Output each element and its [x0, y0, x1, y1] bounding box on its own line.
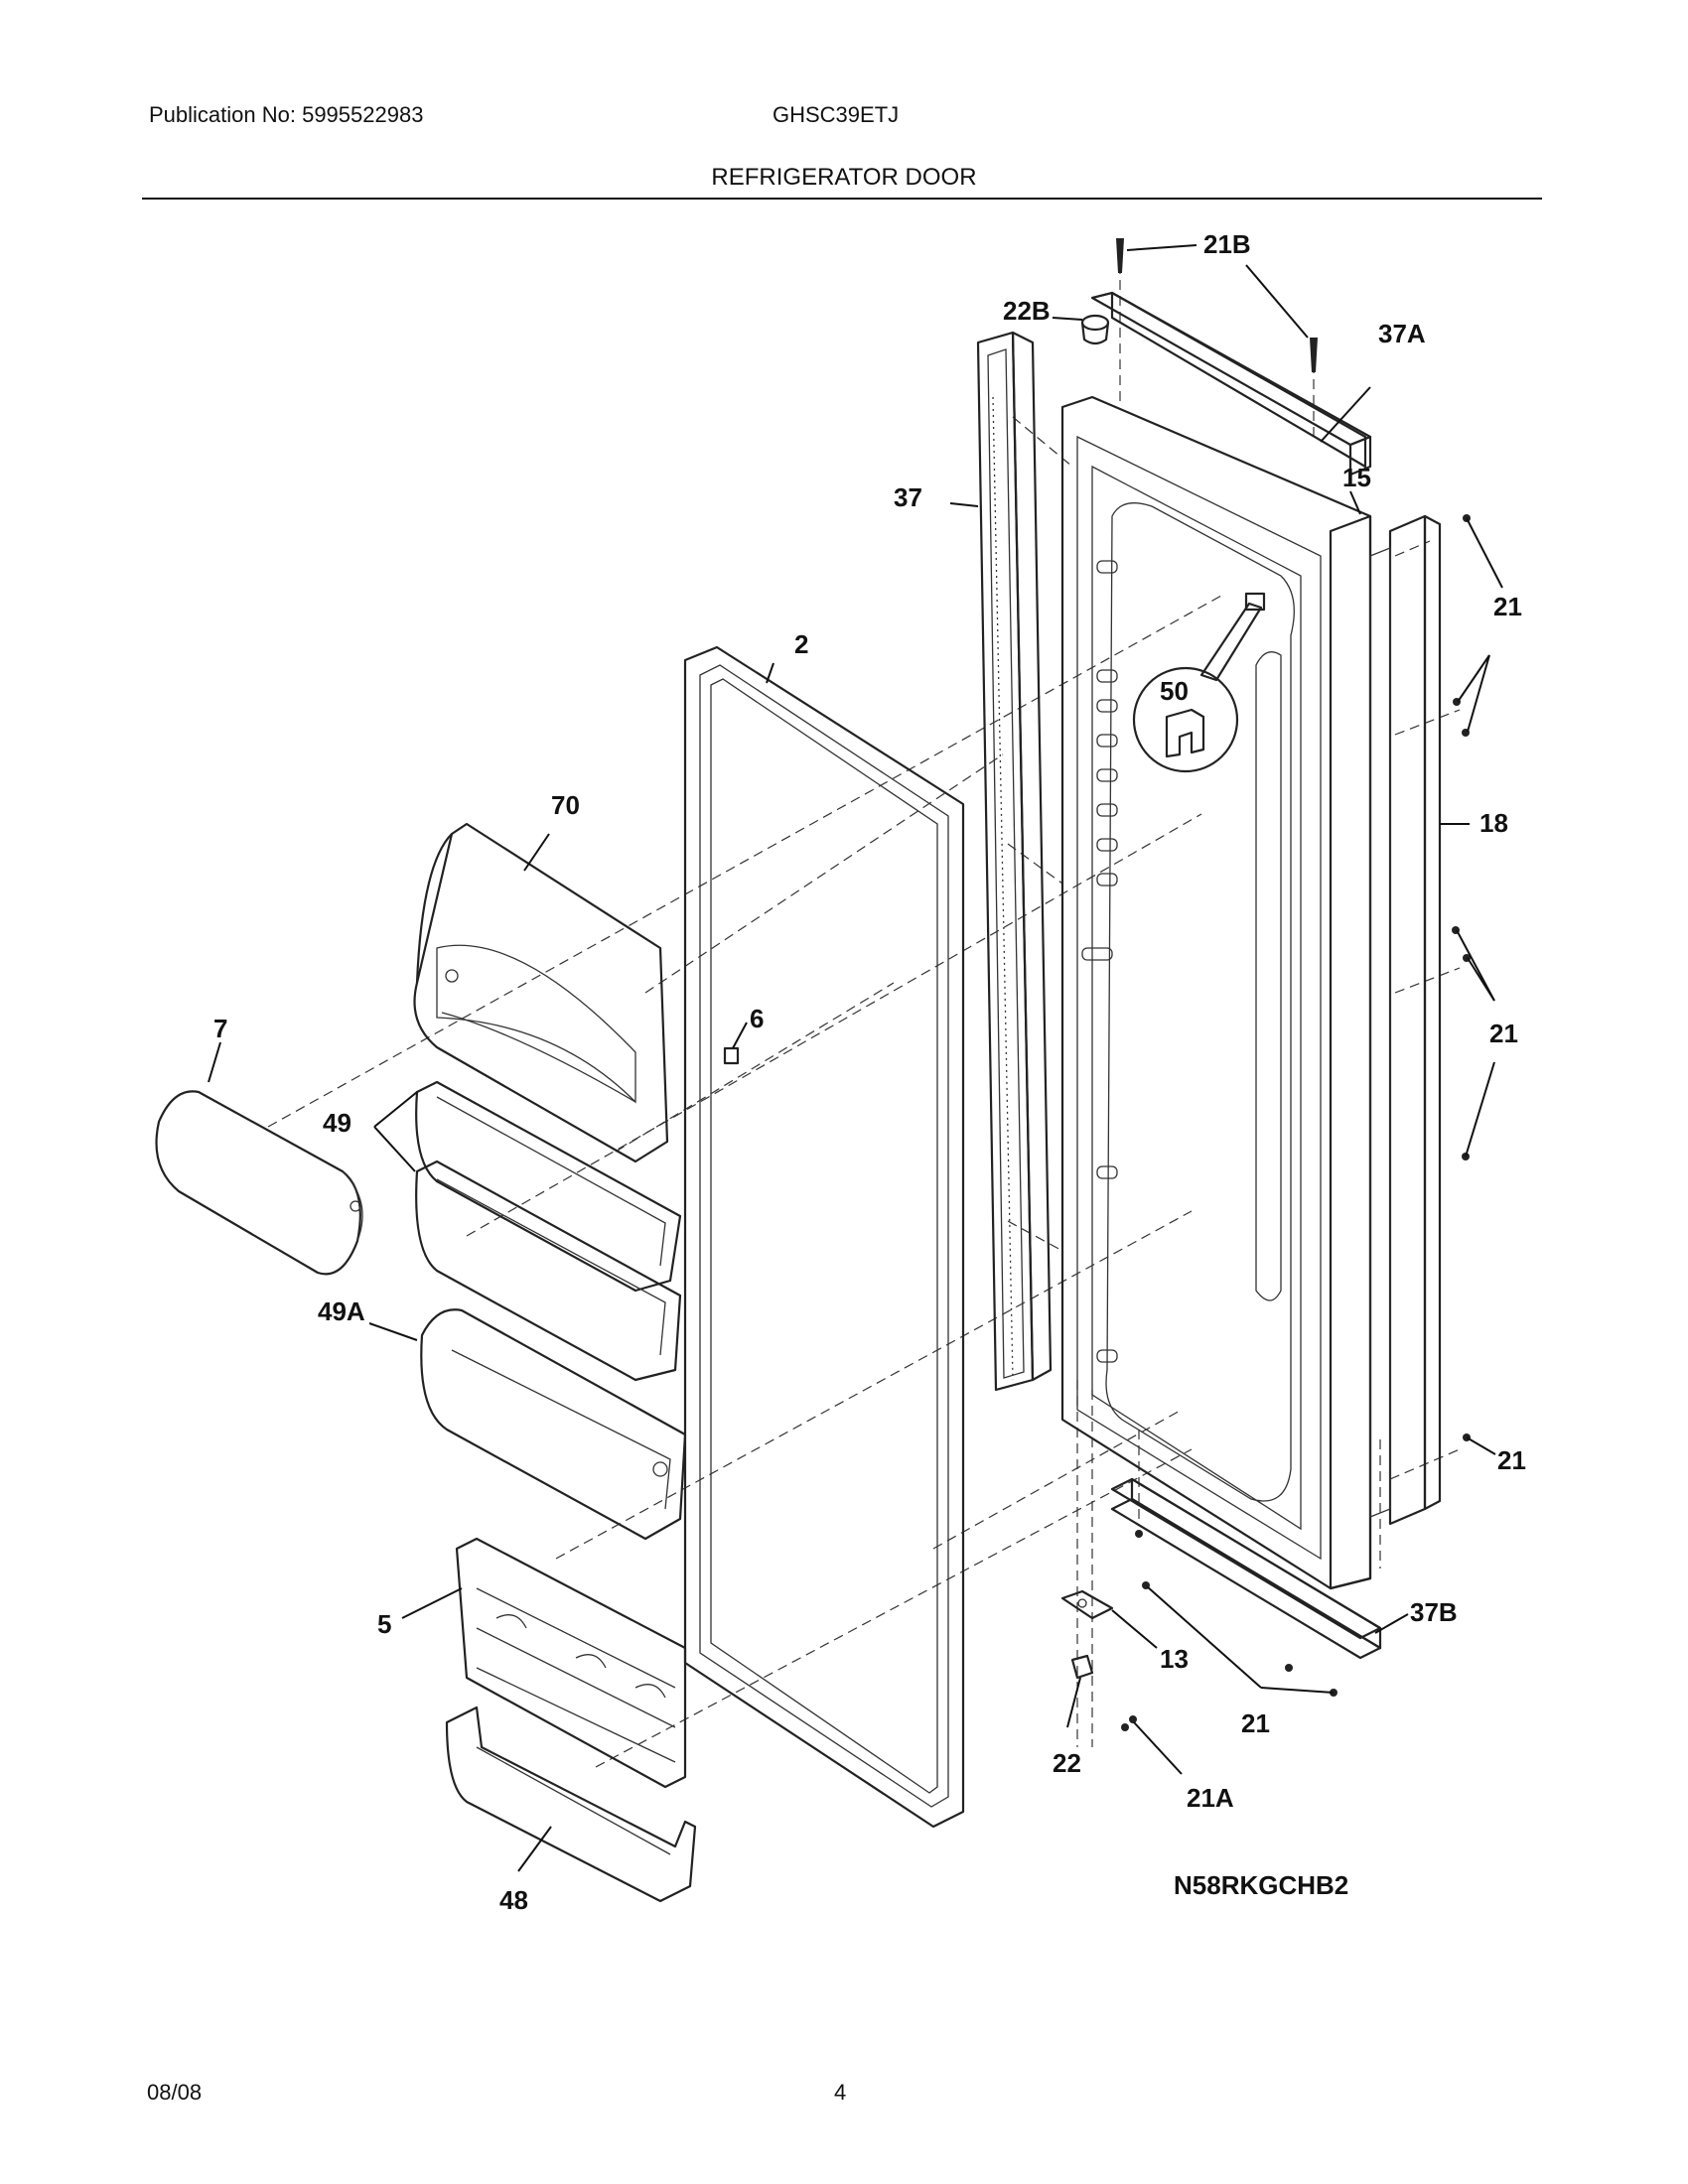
callout-21B: 21B	[1203, 229, 1251, 259]
callout-21-low: 21	[1497, 1445, 1526, 1475]
part-37-door-strip	[976, 331, 1053, 1392]
callout-48: 48	[499, 1885, 528, 1915]
part-37B-bottom-trim	[1110, 1477, 1382, 1660]
callout-22B: 22B	[1003, 296, 1051, 326]
callout-6: 6	[750, 1004, 764, 1033]
callout-37A: 37A	[1378, 319, 1426, 348]
callout-22: 22	[1053, 1748, 1081, 1778]
shelf-pegs	[1081, 560, 1118, 1363]
part-7-dairy-door	[155, 1090, 363, 1276]
callout-21-top: 21	[1493, 592, 1522, 621]
part-6-clip	[723, 1046, 740, 1065]
leader-lines	[208, 244, 1503, 1872]
drawing-code: N58RKGCHB2	[1174, 1870, 1348, 1900]
callout-5: 5	[377, 1609, 391, 1639]
page-number: 4	[834, 2080, 847, 2105]
part-18-side-strip	[1369, 514, 1442, 1526]
part-70-dairy-compartment	[413, 822, 669, 1163]
callout-7: 7	[213, 1014, 227, 1043]
part-5-rack	[455, 1537, 687, 1789]
part-48-bottom-bin	[445, 1706, 697, 1903]
callout-37: 37	[894, 482, 922, 512]
part-37A-top-trim	[1090, 291, 1372, 477]
callout-21A: 21A	[1187, 1783, 1234, 1813]
callout-49: 49	[323, 1108, 352, 1138]
callout-21-bottom: 21	[1241, 1708, 1270, 1738]
callout-49A: 49A	[318, 1297, 365, 1326]
callout-15: 15	[1342, 463, 1371, 492]
callout-18: 18	[1479, 808, 1508, 838]
header-rule	[142, 198, 1542, 200]
callout-70: 70	[551, 790, 580, 820]
callout-21-mid: 21	[1489, 1019, 1518, 1048]
part-50-detail-bubble	[1132, 592, 1266, 773]
part-49-door-bins	[415, 1080, 682, 1382]
publication-date: 08/08	[147, 2080, 203, 2105]
callout-2: 2	[794, 629, 808, 659]
part-22-bushing	[1070, 1654, 1094, 1680]
part-15-door-panel	[1060, 395, 1372, 1590]
part-49A-door-bin	[420, 1308, 687, 1541]
part-22B-plug	[1080, 314, 1110, 345]
publication-number: Publication No: 5995522983	[149, 102, 424, 127]
part-2-door-gasket	[683, 645, 965, 1829]
section-title: REFRIGERATOR DOOR	[711, 164, 977, 191]
callout-13: 13	[1160, 1644, 1189, 1674]
part-13-hinge-bracket	[1060, 1589, 1114, 1620]
callout-labels: 21B 22B 37A 37 15 21 50 2 18 70 21 6 7 4…	[213, 229, 1526, 1915]
callout-50: 50	[1160, 676, 1189, 706]
model-number: GHSC39ETJ	[773, 102, 900, 127]
callout-37B: 37B	[1410, 1597, 1458, 1627]
